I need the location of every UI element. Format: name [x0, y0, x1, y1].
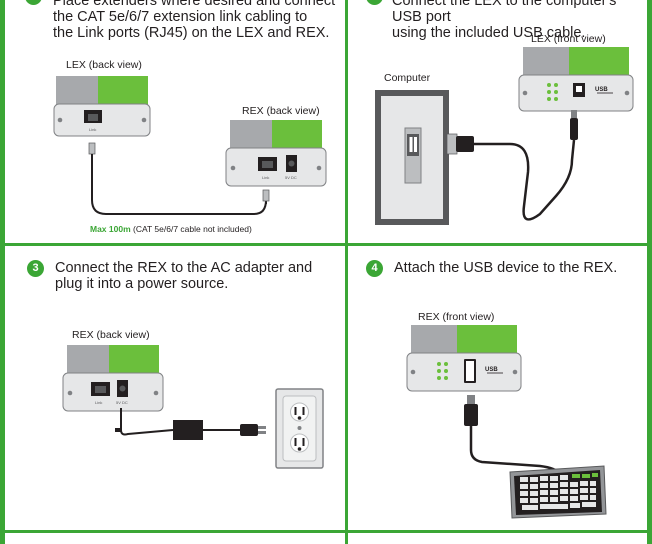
lex-link-port-label: Link — [89, 127, 96, 132]
step-4-line-1: Attach the USB device to the REX. — [394, 260, 618, 276]
rex-back-view-label-3: REX (back view) — [72, 329, 150, 341]
step-1-line-2: the CAT 5e/6/7 extension link cabling to — [53, 9, 308, 25]
computer-label: Computer — [384, 72, 431, 84]
step-3-line-1: Connect the REX to the AC adapter and — [55, 260, 313, 276]
wall-outlet — [275, 388, 324, 469]
svg-text:USB: USB — [485, 367, 498, 373]
keyboard — [509, 465, 607, 519]
rex-front-device: USB — [406, 325, 522, 392]
rex3-link-port-label: Link — [95, 400, 102, 405]
svg-text:USB: USB — [595, 87, 608, 93]
row-divider-top — [0, 243, 652, 246]
step-1-badge: 1 — [25, 0, 42, 5]
lex-back-view-label: LEX (back view) — [66, 59, 142, 71]
step-2-line-2: using the included USB cable. — [392, 25, 586, 41]
keyboard-green-keys — [572, 473, 598, 478]
keyboard-keys — [520, 475, 596, 510]
cable-note-text: (CAT 5e/6/7 cable not included) — [133, 224, 252, 234]
rex-link-port-label: Link — [262, 175, 269, 180]
rex-back-device: Link 5V DC — [225, 120, 327, 187]
step-3-badge: 3 — [27, 260, 44, 277]
row-divider-bottom — [0, 530, 652, 533]
rex3-dc-port-label: 5V DC — [116, 400, 128, 405]
rex-front-view-label: REX (front view) — [418, 311, 495, 323]
step-3-instruction: Connect the REX to the AC adapter and pl… — [55, 260, 340, 292]
rex-dc-port-label: 5V DC — [285, 175, 297, 180]
column-divider — [345, 0, 348, 544]
step-2-instruction: Connect the LEX to the computer's USB po… — [392, 0, 647, 41]
step-2-line-1: Connect the LEX to the computer's USB po… — [392, 0, 617, 25]
step-1-instruction: Place extenders where desired and connec… — [53, 0, 343, 41]
rex-back-device-step3: Link 5V DC — [62, 345, 164, 412]
step-3-line-2: plug it into a power source. — [55, 276, 229, 292]
lex-front-device: USB — [518, 47, 634, 112]
computer-tower — [375, 90, 449, 225]
step-2-badge: 2 — [366, 0, 383, 5]
cable-note: Max 100m (CAT 5e/6/7 cable not included) — [90, 224, 252, 234]
lex-front-view-label: LEX (front view) — [531, 33, 606, 45]
step-4-instruction: Attach the USB device to the REX. — [394, 260, 644, 276]
step-4-badge: 4 — [366, 260, 383, 277]
step-1-line-3: the Link ports (RJ45) on the LEX and REX… — [53, 25, 330, 41]
cable-max-length: Max 100m — [90, 224, 131, 234]
lex-back-device: Link — [53, 76, 151, 137]
step-1-line-1: Place extenders where desired and connec… — [53, 0, 336, 9]
rex-back-view-label: REX (back view) — [242, 105, 320, 117]
